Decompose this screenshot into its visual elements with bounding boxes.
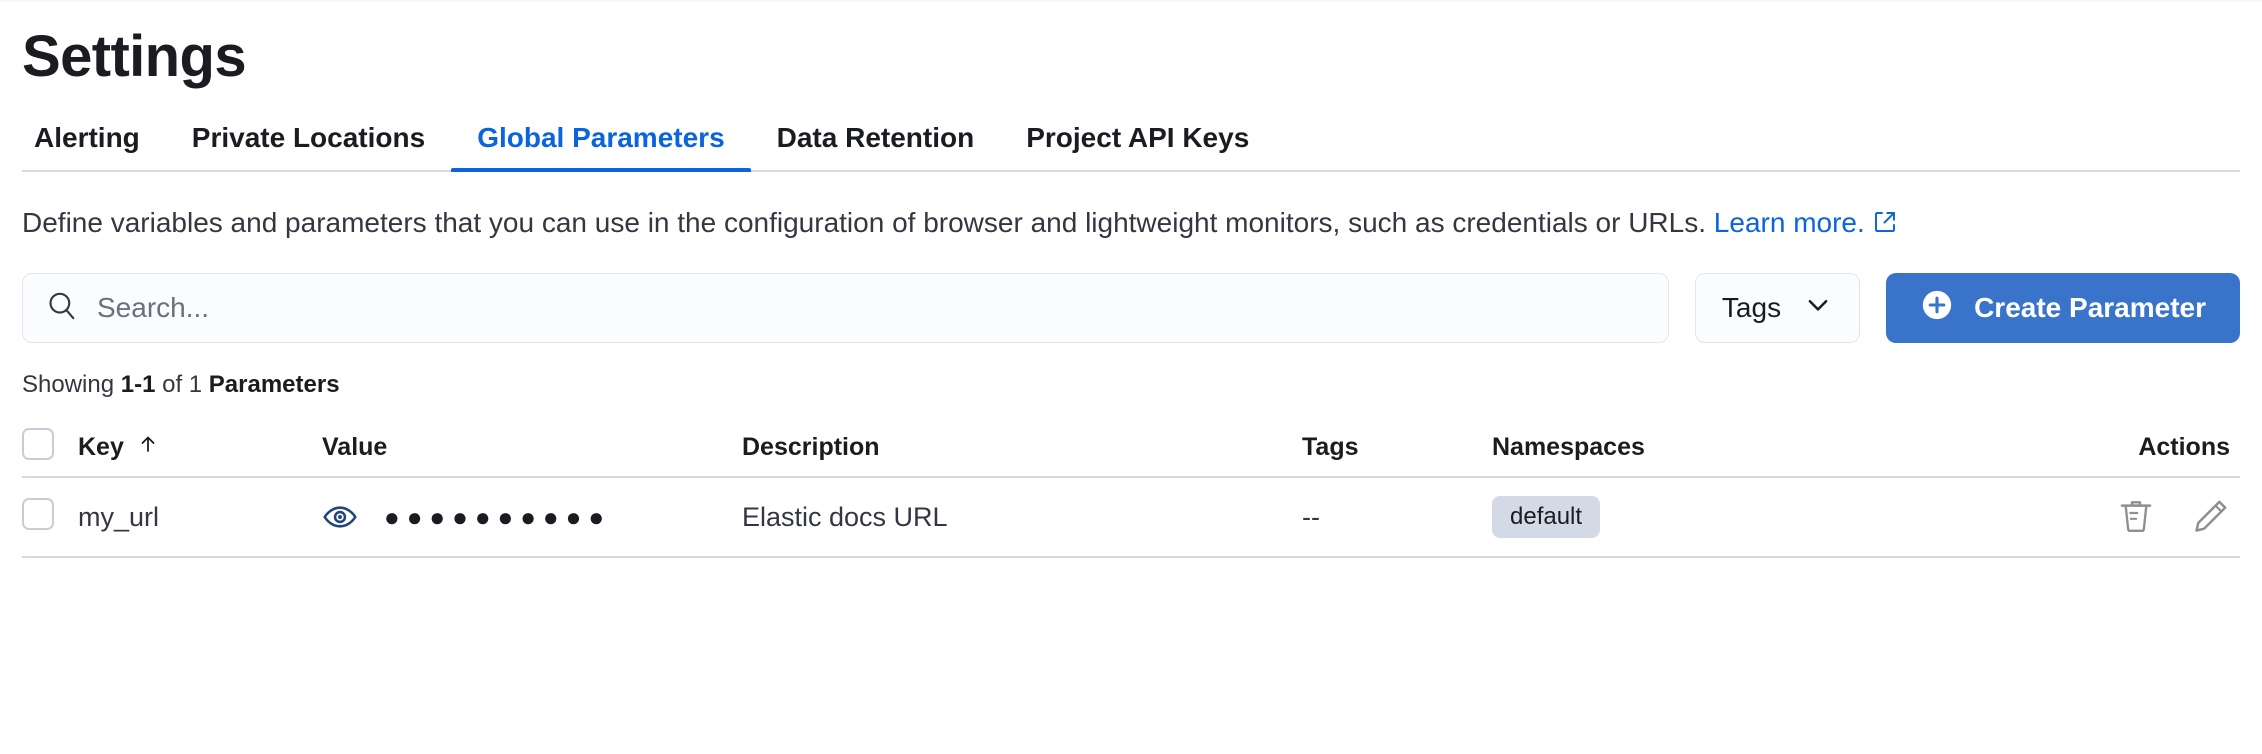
table-header: Key Value Description Tags Namespaces Ac… [22,419,2240,478]
table-row: my_url ●●●●●●●●●● Elastic docs UR [22,477,2240,558]
search-icon [45,289,79,328]
namespace-badge: default [1492,496,1601,538]
tags-filter-button[interactable]: Tags [1694,273,1861,343]
search-box[interactable] [22,273,1669,343]
masked-value: ●●●●●●●●●● [384,502,612,532]
table-body: my_url ●●●●●●●●●● Elastic docs UR [22,477,2240,558]
row-key: my_url [78,477,322,558]
header-actions: Actions [2072,419,2240,478]
description-body: Define variables and parameters that you… [22,207,1707,238]
eye-icon[interactable] [322,499,358,535]
header-select-cell [22,419,78,478]
table-header-row: Key Value Description Tags Namespaces Ac… [22,419,2240,478]
external-link-icon [1873,200,1897,249]
learn-more-label: Learn more. [1713,207,1865,238]
arrow-up-icon [136,432,160,463]
search-input[interactable] [97,292,1646,324]
header-key[interactable]: Key [78,419,322,478]
tab-alerting[interactable]: Alerting [34,122,140,153]
header-key-label: Key [78,433,124,461]
tab-private-locations[interactable]: Private Locations [191,122,426,153]
row-select-cell [22,477,78,558]
parameters-table: Key Value Description Tags Namespaces Ac… [22,419,2240,558]
controls-row: Tags Create Parameter [22,273,2240,343]
tags-filter-label: Tags [1721,292,1782,323]
row-namespaces: default [1492,477,2072,558]
trash-icon[interactable] [2116,497,2156,537]
description-text: Define variables and parameters that you… [22,198,2202,249]
create-parameter-button[interactable]: Create Parameter [1886,273,2240,343]
header-namespaces[interactable]: Namespaces [1492,419,2072,478]
learn-more-link[interactable]: Learn more. [1714,207,1865,238]
pencil-icon[interactable] [2190,497,2230,537]
showing-middle: of 1 [155,371,209,398]
plus-circle-icon [1920,288,1954,329]
showing-count: Showing 1-1 of 1 Parameters [22,371,2240,399]
row-description: Elastic docs URL [742,477,1302,558]
chevron-down-icon [1803,290,1833,327]
create-parameter-label: Create Parameter [1974,292,2206,323]
showing-prefix: Showing [22,371,121,398]
header-description[interactable]: Description [742,419,1302,478]
showing-range: 1-1 [120,371,156,398]
tab-data-retention[interactable]: Data Retention [776,122,975,153]
header-tags[interactable]: Tags [1302,419,1492,478]
tab-global-parameters[interactable]: Global Parameters [451,121,752,172]
header-value[interactable]: Value [322,419,742,478]
row-value: ●●●●●●●●●● [322,477,742,558]
page-title: Settings [22,24,247,89]
row-actions [2072,477,2240,558]
tab-project-api-keys[interactable]: Project API Keys [1026,122,1250,153]
top-divider [0,0,2262,2]
showing-entity: Parameters [208,371,340,398]
settings-tabs: Alerting Private Locations Global Parame… [22,112,2240,172]
select-all-checkbox[interactable] [22,428,54,460]
row-checkbox[interactable] [22,497,54,530]
row-tags: -- [1302,477,1492,558]
